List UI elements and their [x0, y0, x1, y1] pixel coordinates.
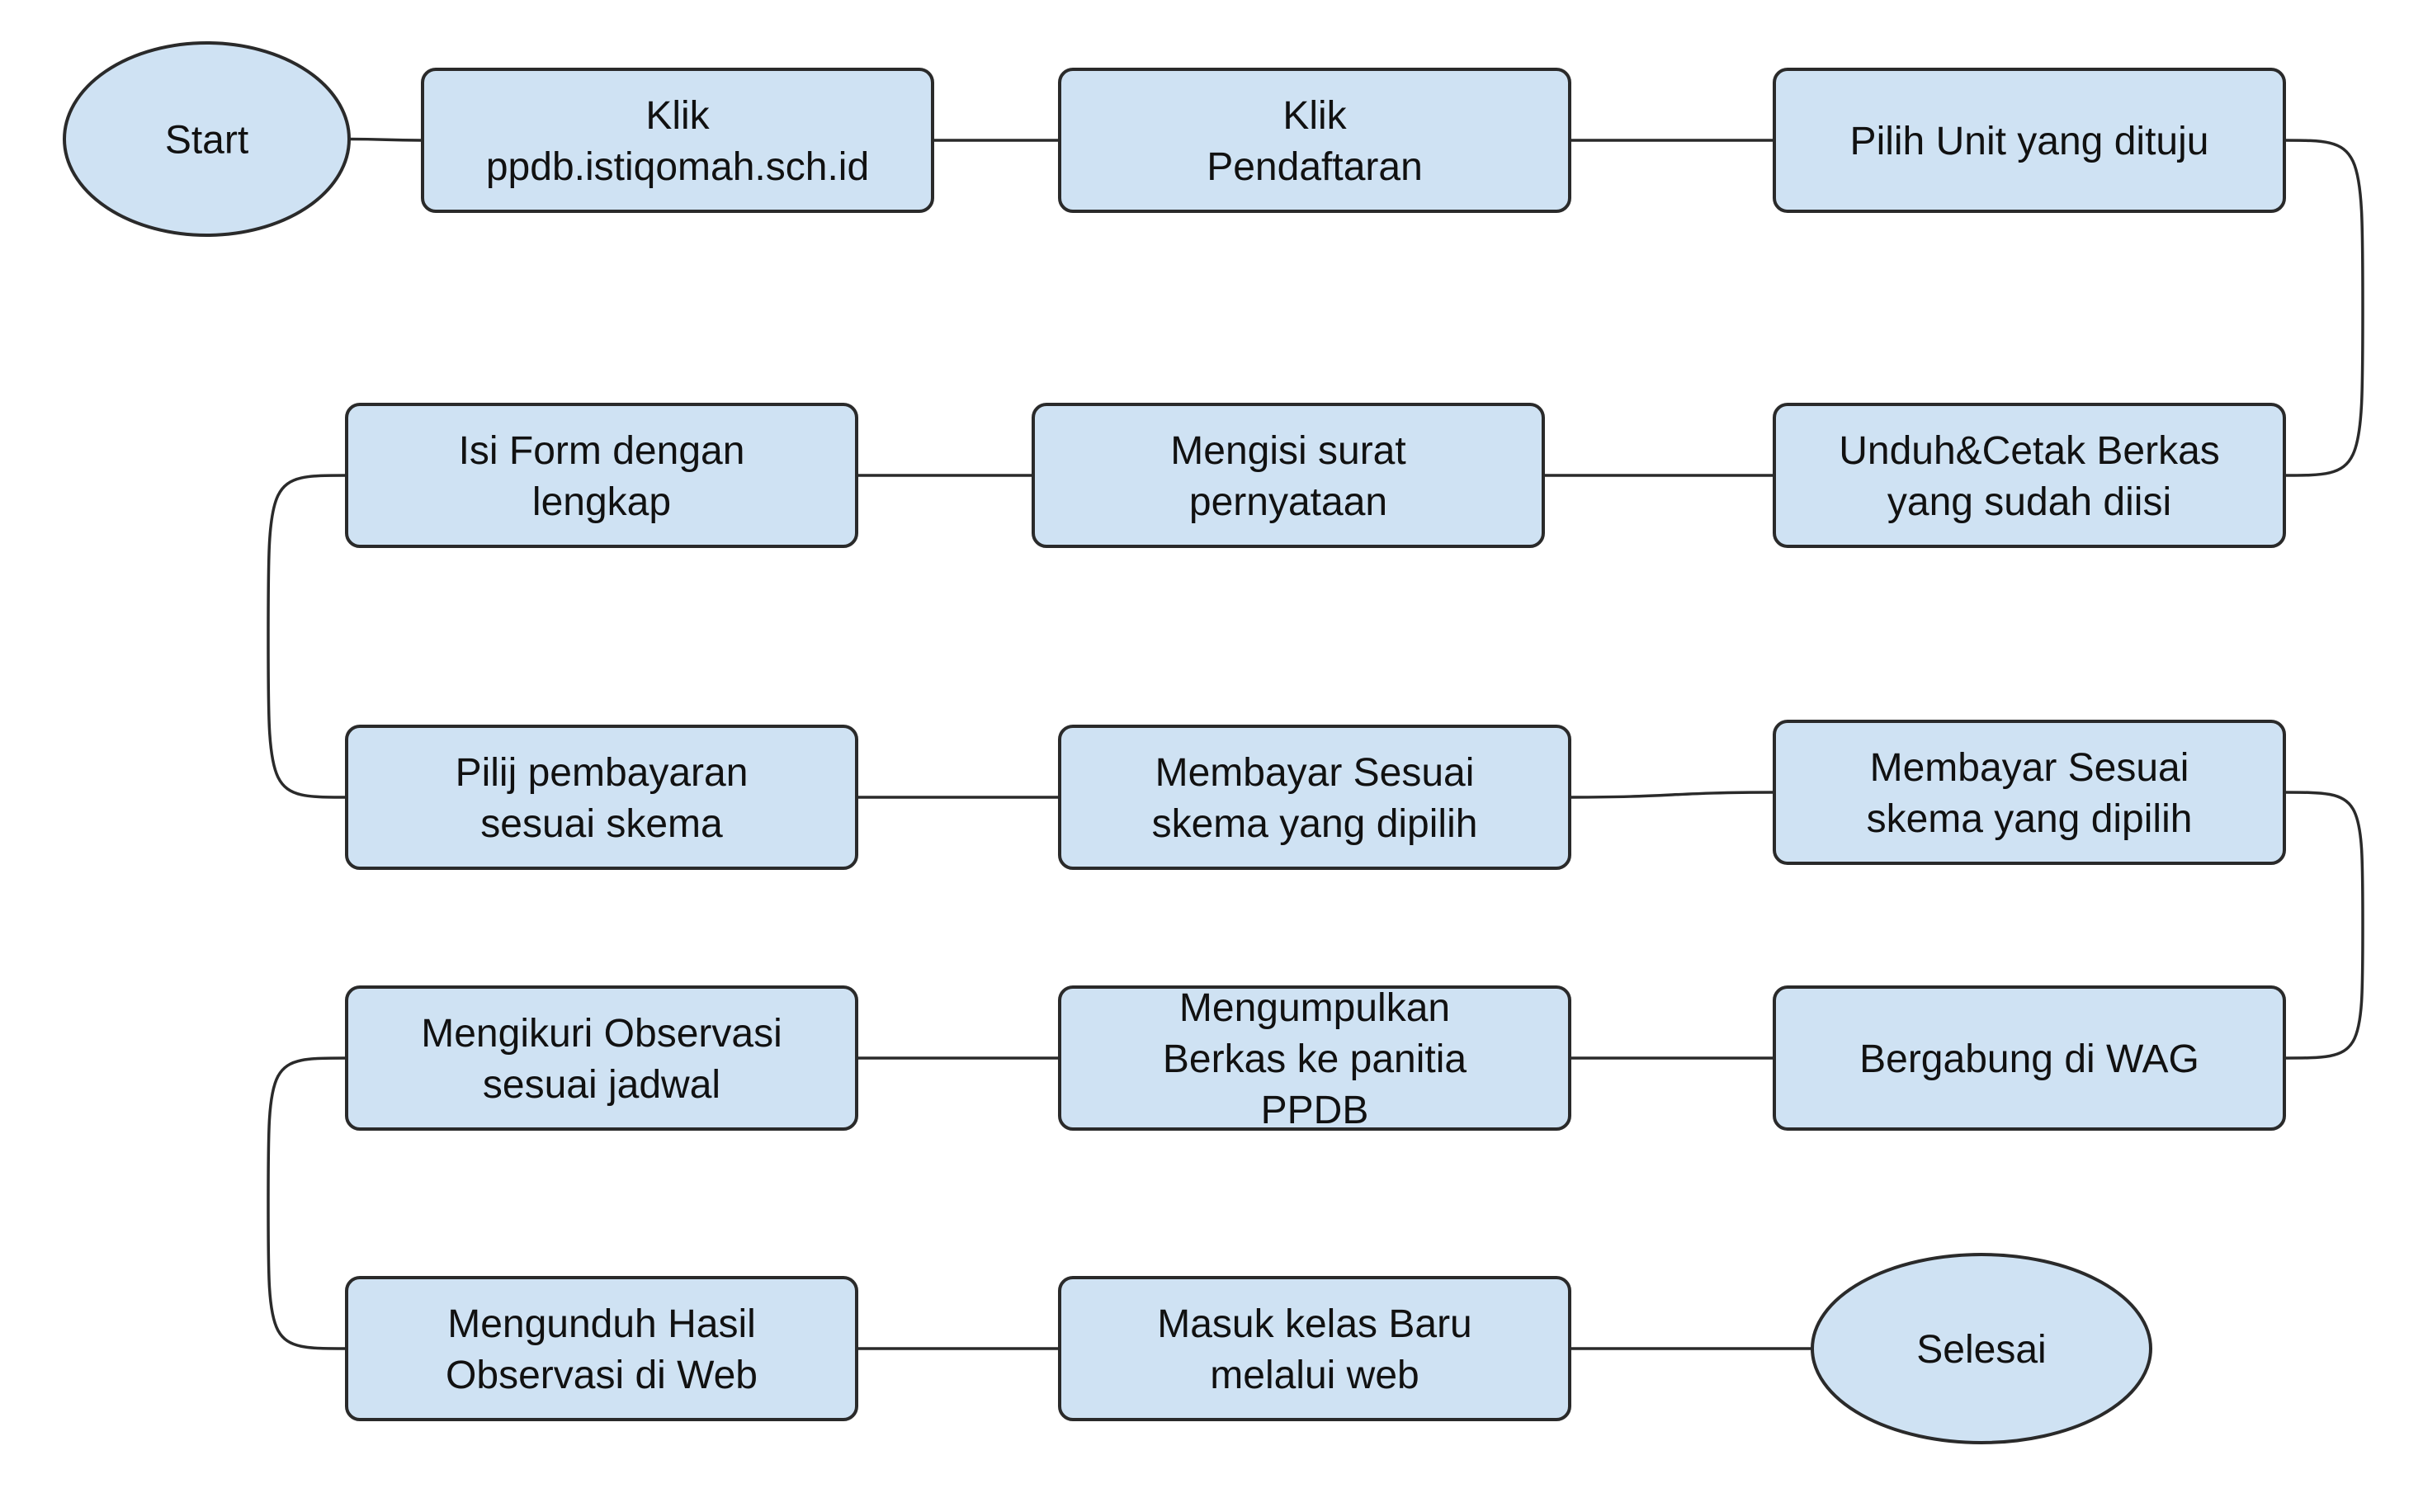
node-label-line: Membayar Sesuai — [1870, 746, 2189, 790]
node-label-line: Isi Form dengan — [459, 429, 745, 473]
node-label-line: skema yang dipilih — [1152, 802, 1478, 846]
connector-pilih-unit-to-unduh-cetak — [2284, 139, 2364, 477]
node-label-line: lengkap — [532, 480, 671, 524]
node-membayar-2: Membayar Sesuai skema yang dipilih — [1773, 720, 2286, 865]
node-membayar-1: Membayar Sesuai skema yang dipilih — [1058, 725, 1571, 870]
node-box — [1773, 403, 2286, 548]
node-label-line: Selesai — [1916, 1328, 2046, 1372]
node-selesai: Selesai — [1811, 1253, 2152, 1444]
node-box — [1058, 1276, 1571, 1421]
node-box — [345, 403, 858, 548]
node-label-line: PPDB — [1261, 1089, 1369, 1132]
node-label-line: Mengunduh Hasil — [447, 1302, 756, 1346]
node-label-line: melalui web — [1210, 1354, 1419, 1397]
connector-membayar-2-to-bergabung-wag — [2284, 791, 2364, 1060]
connector-mengikuti-observasi-to-mengunduh-hasil — [267, 1056, 347, 1350]
node-box — [1032, 403, 1545, 548]
node-label-line: Pendaftaran — [1207, 145, 1423, 189]
node-box — [345, 1276, 858, 1421]
node-box — [345, 725, 858, 870]
node-box — [421, 68, 934, 213]
node-label-line: Klik — [645, 94, 710, 138]
node-box — [1773, 68, 2286, 213]
node-box — [1058, 985, 1571, 1131]
node-masuk-kelas: Masuk kelas Baru melalui web — [1058, 1276, 1571, 1421]
node-bergabung-wag: Bergabung di WAG — [1773, 985, 2286, 1131]
node-label-line: pernyataan — [1189, 480, 1387, 524]
node-label-line: Pilih Unit yang dituju — [1850, 120, 2209, 163]
node-mengikuti-observasi: Mengikuri Observasi sesuai jadwal — [345, 985, 858, 1131]
node-label-line: sesuai skema — [480, 802, 723, 846]
node-label-line: Start — [165, 118, 248, 162]
node-box — [1773, 720, 2286, 865]
flow-steps: Start Klik ppdb.istiqomah.sch.id KlikPendaf… — [63, 41, 2286, 1444]
node-label-line: Mengikuri Observasi — [421, 1012, 782, 1056]
node-unduh-cetak: Unduh&Cetak Berkas yang sudah diisi — [1773, 403, 2286, 548]
node-pilih-unit: Pilih Unit yang dituju — [1773, 68, 2286, 213]
node-label-line: sesuai jadwal — [483, 1063, 720, 1107]
node-label-line: Masuk kelas Baru — [1157, 1302, 1472, 1346]
node-box — [1773, 985, 2286, 1131]
node-klik-ppdb: Klik ppdb.istiqomah.sch.id — [421, 68, 934, 213]
node-label-line: Klik — [1282, 94, 1347, 138]
node-label-line: Membayar Sesuai — [1155, 751, 1475, 795]
node-box — [345, 985, 858, 1131]
node-label-line: yang sudah diisi — [1887, 480, 2171, 524]
node-label-line: Unduh&Cetak Berkas — [1839, 429, 2220, 473]
connector-membayar-1-to-membayar-2 — [1569, 791, 1775, 799]
node-label-line: Observasi di Web — [446, 1354, 758, 1397]
node-start: Start — [63, 41, 351, 237]
node-label-line: Mengumpulkan — [1179, 986, 1450, 1030]
node-isi-form: Isi Form dengan lengkap — [345, 403, 858, 548]
node-ellipse — [1811, 1253, 2152, 1444]
node-box — [1058, 725, 1571, 870]
node-mengisi-surat: Mengisi surat pernyataan — [1032, 403, 1545, 548]
node-pilij-pembayaran: Pilij pembayaran sesuai skema — [345, 725, 858, 870]
connector-isi-form-to-pilij-pembayaran — [267, 474, 347, 799]
node-label-line: Berkas ke panitia — [1163, 1037, 1467, 1081]
node-label-line: Bergabung di WAG — [1859, 1037, 2199, 1081]
node-label-line: Mengisi surat — [1170, 429, 1405, 473]
connector-start-to-klik-ppdb — [348, 137, 423, 142]
node-label-line: Pilij pembayaran — [456, 751, 749, 795]
node-ellipse — [63, 41, 351, 237]
node-label-line: skema yang dipilih — [1867, 797, 2193, 841]
node-label-line: ppdb.istiqomah.sch.id — [486, 145, 869, 189]
connectors — [267, 137, 2364, 1350]
node-box — [1058, 68, 1571, 213]
